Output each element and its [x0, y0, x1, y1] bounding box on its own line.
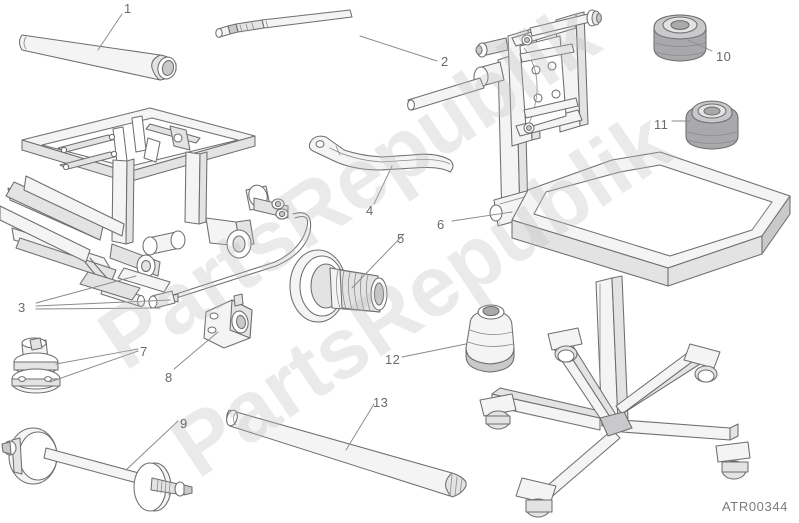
part-4-hook-spanner	[308, 135, 454, 173]
part-9-bearing-puller-shaft	[1, 427, 193, 512]
part-5-threaded-bush-driver	[289, 249, 388, 323]
callout-13: 13	[373, 395, 389, 410]
callout-3: 3	[18, 300, 26, 315]
callout-4: 4	[366, 203, 374, 218]
tool-trolley	[479, 151, 791, 518]
callout-7: 7	[140, 344, 148, 359]
part-1-handle-tube	[18, 34, 177, 81]
leader-lines	[35, 13, 713, 471]
part-2-pump-lever-rod	[215, 9, 353, 38]
callout-10: 10	[716, 49, 732, 64]
callout-5: 5	[397, 231, 405, 246]
part-11-spacer-bush-stepped	[685, 100, 739, 150]
part-3-scissor-lift-jack	[0, 107, 312, 309]
callout-8: 8	[165, 370, 173, 385]
sheet-code: ATR00344	[722, 499, 788, 514]
part-12-cap-nut-driver	[465, 304, 515, 373]
callout-2: 2	[441, 54, 449, 69]
part-10-spacer-bush-large	[653, 14, 707, 62]
callout-9: 9	[180, 416, 188, 431]
callout-11: 11	[654, 117, 669, 132]
callout-1: 1	[124, 1, 132, 16]
callout-12: 12	[385, 352, 401, 367]
callout-6: 6	[437, 217, 445, 232]
part-7-valve-guide-tool	[11, 337, 61, 394]
part-13-drift-bar	[226, 409, 467, 498]
part-8-pin-collar-block	[203, 293, 253, 349]
